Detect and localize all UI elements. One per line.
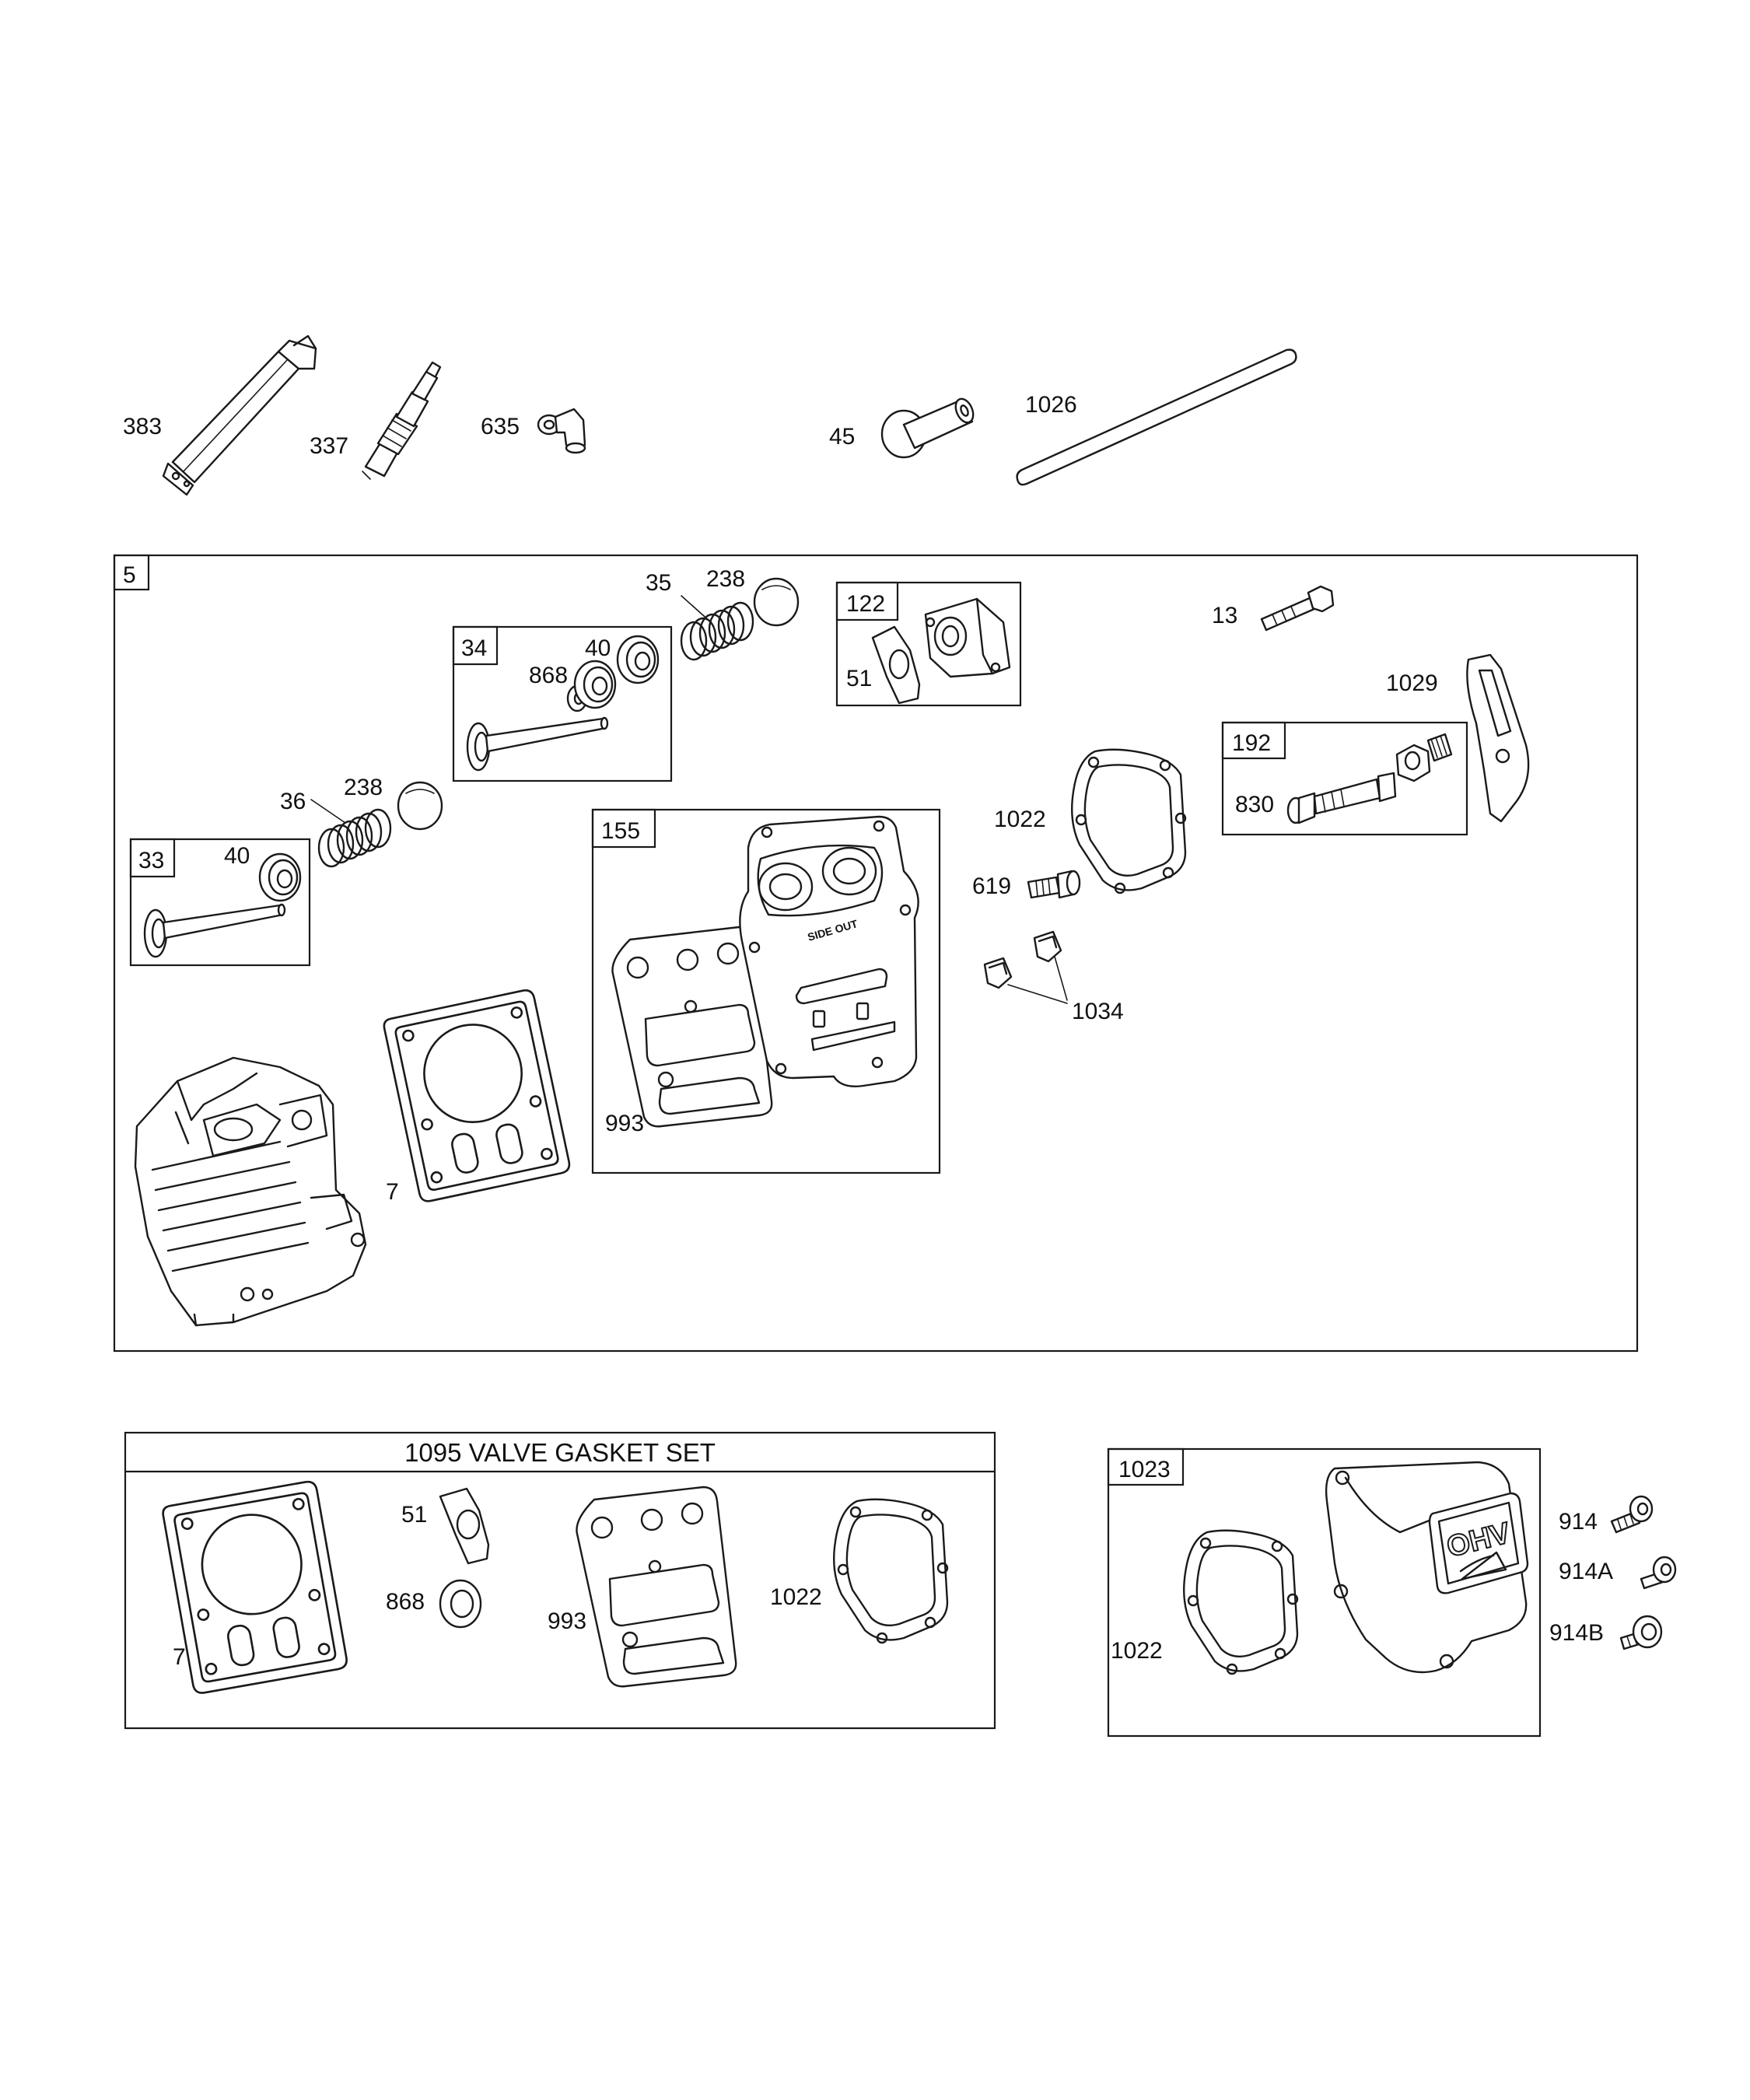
label-51-upper: 51: [846, 666, 872, 691]
label-238-upper: 238: [706, 566, 745, 592]
label-993-upper: 993: [605, 1111, 644, 1136]
rocker-cover-drawing: [1325, 1461, 1529, 1674]
retainer-40-upper-drawing: [573, 660, 617, 709]
valve-cap-238-upper-drawing: [753, 577, 800, 627]
screw-914A-drawing: [1640, 1556, 1677, 1590]
exhaust-valve-drawing: [143, 903, 286, 958]
label-36: 36: [280, 789, 306, 814]
set-label-7: 7: [173, 1644, 186, 1670]
set-label-868: 868: [386, 1589, 425, 1615]
screw-914-drawing: [1610, 1495, 1654, 1534]
set-label-51: 51: [401, 1502, 427, 1528]
label-40-upper: 40: [585, 635, 611, 661]
label-383: 383: [123, 414, 162, 439]
pivot-spring-drawing: [1426, 733, 1453, 762]
label-7-upper: 7: [386, 1179, 399, 1205]
intake-adapter-drawing: [924, 597, 1011, 678]
cylinder-head-drawing: [134, 1056, 367, 1327]
group-192-tag: 192: [1232, 730, 1271, 756]
head-gasket-plate-drawing: [739, 815, 919, 1087]
label-40-lower: 40: [224, 843, 250, 869]
label-635: 635: [481, 414, 520, 439]
label-830: 830: [1235, 792, 1274, 817]
group-155-tag: 155: [601, 818, 640, 844]
set-valve-seal-868-drawing: [439, 1579, 482, 1629]
cover-label-1022: 1022: [1111, 1638, 1163, 1664]
label-1022-upper: 1022: [994, 807, 1046, 832]
valve-spring-36-drawing: [317, 808, 392, 868]
label-619: 619: [972, 873, 1011, 899]
group-122-tag: 122: [846, 591, 885, 617]
group-5-tag: 5: [123, 562, 136, 588]
group-1095-title: 1095 VALVE GASKET SET: [404, 1438, 716, 1467]
retainer-40-top-drawing: [616, 635, 660, 684]
valve-spring-35-drawing: [680, 601, 754, 661]
label-337: 337: [310, 433, 348, 459]
label-45: 45: [829, 424, 855, 450]
head-gasket-7-drawing: [381, 987, 572, 1204]
jam-nut-drawing: [1395, 744, 1431, 782]
label-868-upper: 868: [529, 663, 568, 688]
retainer-40-lower-drawing: [258, 852, 302, 902]
set-head-gasket-7-drawing: [160, 1479, 349, 1696]
set-breather-gasket-993-drawing: [576, 1486, 737, 1688]
label-1029: 1029: [1386, 670, 1438, 696]
label-1034: 1034: [1072, 999, 1124, 1024]
intake-valve-drawing: [466, 716, 609, 772]
push-rod-drawing: [1016, 348, 1297, 486]
valve-guide-drawing: [880, 397, 975, 459]
head-bolt-13-drawing: [1260, 585, 1335, 632]
rocker-cover-gasket-1022-drawing: [1070, 748, 1187, 894]
set-intake-gasket-51-drawing: [439, 1487, 490, 1565]
set-rocker-cover-gasket-1022-drawing: [832, 1498, 949, 1644]
label-914B: 914B: [1549, 1620, 1604, 1646]
group-33-tag: 33: [138, 848, 164, 873]
spark-plug-wrench-drawing: [162, 334, 317, 496]
label-13: 13: [1212, 603, 1237, 628]
group-34-tag: 34: [461, 635, 487, 661]
valve-cap-238-lower-drawing: [397, 781, 443, 831]
group-1023-tag: 1023: [1118, 1457, 1171, 1482]
set-label-993: 993: [548, 1608, 586, 1634]
spark-plug-boot-drawing: [537, 408, 586, 454]
guide-plate-right-drawing: [1033, 930, 1062, 963]
leader-1034: [1007, 956, 1068, 1004]
label-238-lower: 238: [344, 775, 383, 800]
rocker-stud-830-drawing: [1286, 772, 1397, 824]
spark-plug-drawing: [362, 361, 442, 480]
label-35: 35: [646, 570, 671, 596]
rocker-arm-1029-drawing: [1466, 653, 1530, 823]
guide-plate-left-drawing: [983, 957, 1013, 989]
set-label-1022: 1022: [770, 1584, 822, 1610]
label-914: 914: [1559, 1509, 1598, 1535]
cover-gasket-1022-drawing: [1182, 1529, 1299, 1675]
bolt-619-drawing: [1027, 870, 1081, 899]
intake-gasket-51-drawing: [871, 625, 921, 705]
screw-914B-drawing: [1619, 1615, 1663, 1650]
label-914A: 914A: [1559, 1559, 1613, 1584]
label-1026: 1026: [1025, 392, 1077, 418]
